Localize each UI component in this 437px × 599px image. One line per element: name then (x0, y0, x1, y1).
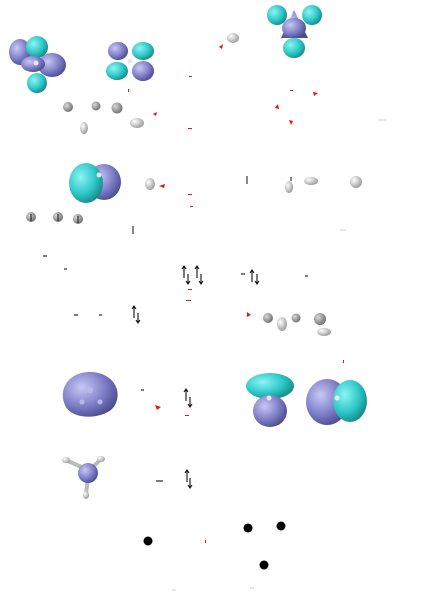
atom-cluster-row-1 (63, 33, 239, 134)
molecule-bottom-left (62, 456, 105, 499)
arrows-middle (186, 289, 251, 317)
arrows-row-3 (155, 360, 344, 543)
spin-levels-row-3 (141, 388, 193, 489)
d-orbital-middle (106, 42, 154, 81)
arrows-row-2 (159, 184, 193, 207)
atom-cluster-middle (263, 313, 331, 336)
black-dots-bottom (143, 521, 286, 570)
d-orbital-bottom-right-b (306, 379, 367, 425)
arrows-row-1 (128, 44, 318, 129)
spin-levels-middle (43, 255, 308, 324)
faint-level-ticks (172, 119, 386, 591)
d-orbital-left (9, 36, 66, 93)
level-marks-row-2 (30, 176, 292, 234)
s-orbital-left (62, 372, 118, 417)
d-orbital-top-right (267, 5, 322, 58)
p-orbital-left (69, 163, 121, 203)
d-orbital-bottom-right-a (246, 373, 294, 427)
